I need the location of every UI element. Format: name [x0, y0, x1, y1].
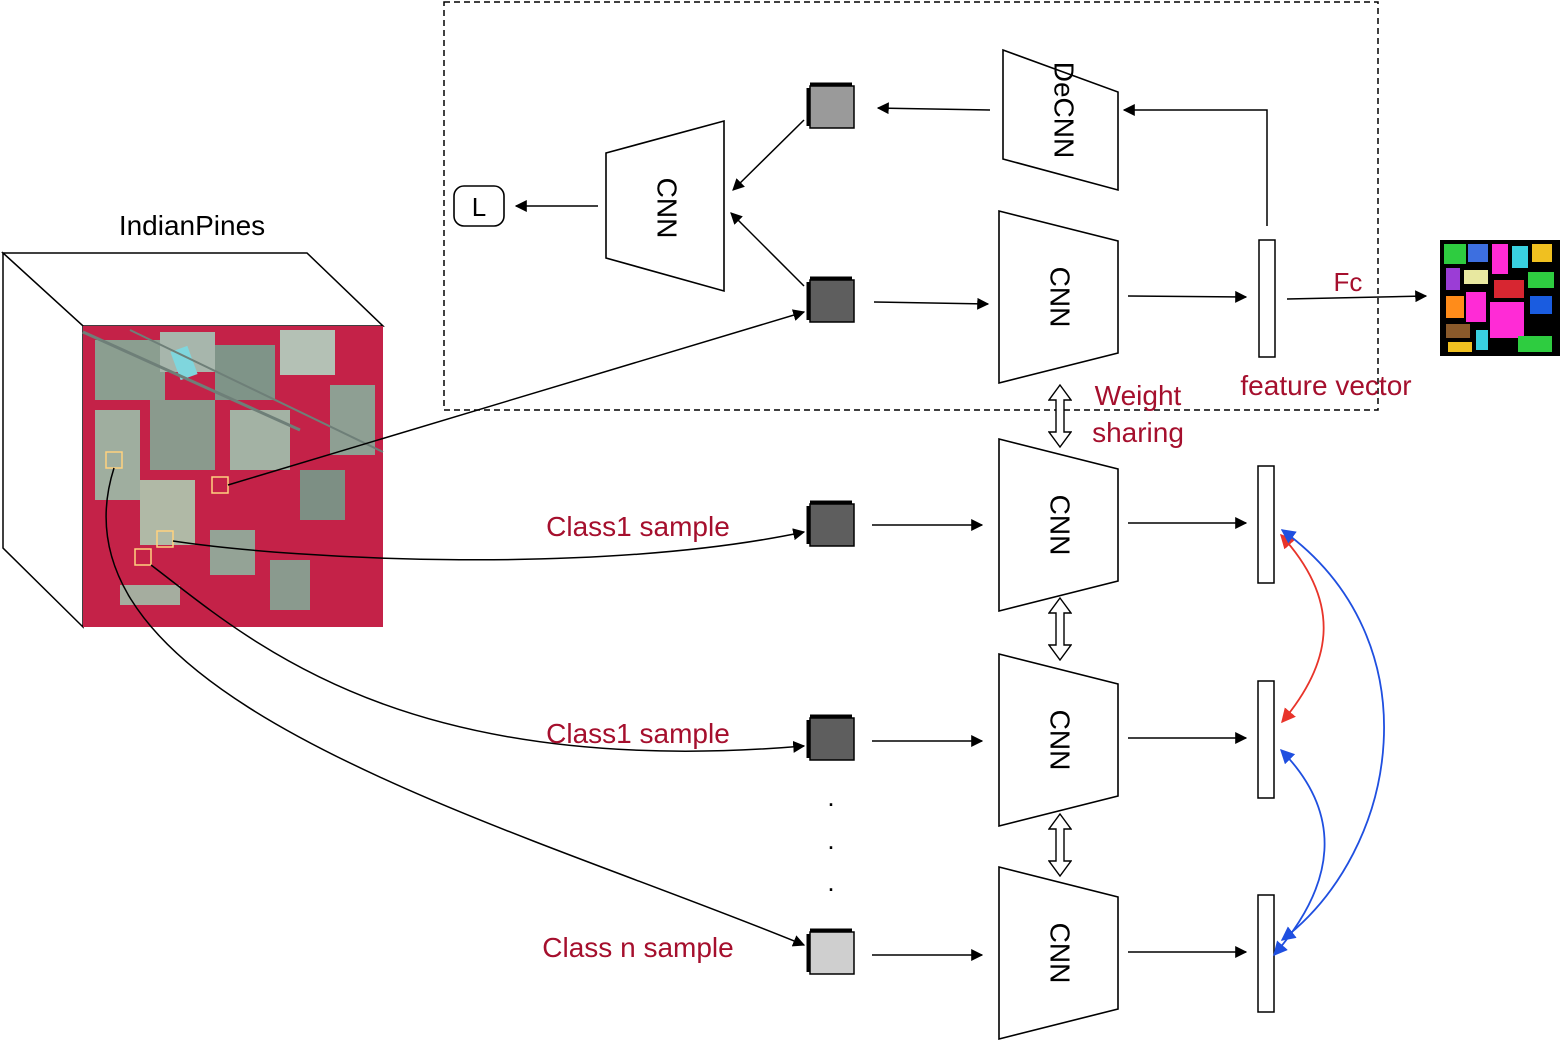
weight-sharing-arrow-3	[1048, 813, 1072, 877]
sample-patch-branch-3	[806, 928, 855, 975]
curve-to-class-n-patch	[105, 467, 806, 947]
curve-to-autoencoder-patch	[227, 309, 806, 486]
cnn-block-branch-2: CNN	[998, 652, 1119, 828]
sample-patch-class1-a	[156, 530, 174, 548]
ellipsis-dot-3: .	[827, 867, 834, 897]
cnn-encoder-label: CNN	[1045, 267, 1076, 328]
arrow-feature-to-decnn	[1122, 104, 1268, 226]
dataset-title: IndianPines	[119, 210, 265, 241]
same-class-curve	[1280, 533, 1325, 724]
decnn-block: DeCNN	[1002, 48, 1119, 192]
reconstructed-patch	[806, 82, 855, 129]
decnn-label: DeCNN	[1049, 62, 1080, 158]
sample-label-branch-1: Class1 sample	[546, 511, 730, 542]
ellipsis-dot-1: .	[827, 782, 834, 812]
diff-class-curve-outer	[1280, 529, 1385, 941]
weight-sharing-arrow-1	[1048, 384, 1072, 448]
cnn-block-branch-1: CNN	[998, 437, 1119, 613]
curve-to-class1-a-patch	[172, 528, 806, 561]
cnn-encoder-block: CNN	[998, 209, 1119, 385]
autoencoder-group-box	[443, 1, 1379, 411]
loss-label: L	[472, 192, 486, 222]
cnn-recon-label: CNN	[652, 178, 683, 239]
weight-sharing-label-line2: sharing	[1092, 417, 1184, 448]
cnn-recon-block: CNN	[605, 119, 725, 293]
hyperspectral-image	[82, 326, 384, 627]
arrow-input-patch-to-cnn	[730, 212, 805, 287]
cnn-label-branch-2: CNN	[1045, 710, 1076, 771]
loss-node: L	[453, 185, 505, 227]
arrow-decnn-to-patch	[876, 102, 991, 115]
fc-label: Fc	[1334, 267, 1363, 297]
feature-vector-bar	[1258, 239, 1276, 358]
sample-patch-branch-1	[806, 500, 855, 547]
sample-patch-class1-b	[134, 548, 152, 566]
cnn-block-branch-3: CNN	[998, 865, 1119, 1041]
arrow-feature-to-map	[1286, 290, 1428, 303]
weight-sharing-label-line1: Weight	[1095, 380, 1182, 411]
arrow-patch-to-encoder	[873, 297, 990, 310]
sample-patch-branch-2	[806, 714, 855, 761]
arrow-encoder-to-feature	[1127, 290, 1248, 303]
indianpines-cube	[1, 251, 385, 629]
arrow-recon-patch-to-cnn	[732, 119, 805, 191]
cnn-label-branch-3: CNN	[1045, 923, 1076, 984]
curve-to-class1-b-patch	[150, 564, 806, 753]
ellipsis-dot-2: .	[827, 825, 834, 855]
sample-label-branch-3: Class n sample	[542, 932, 733, 963]
feature-vector-branch-3	[1257, 894, 1275, 1013]
cnn-label-branch-1: CNN	[1045, 495, 1076, 556]
feature-vector-branch-1	[1257, 465, 1275, 584]
weight-sharing-arrow-2	[1048, 597, 1072, 661]
diff-class-curve-inner	[1273, 748, 1326, 957]
feature-vector-branch-2	[1257, 680, 1275, 799]
sample-label-branch-2: Class1 sample	[546, 718, 730, 749]
input-patch-autoencoder	[806, 276, 855, 323]
feature-vector-label: feature vector	[1240, 370, 1411, 401]
classification-map	[1440, 240, 1560, 356]
